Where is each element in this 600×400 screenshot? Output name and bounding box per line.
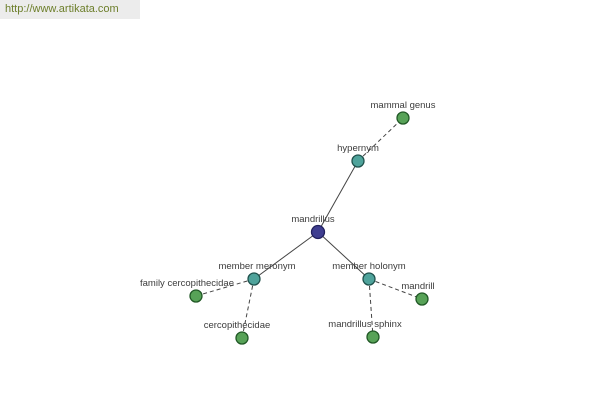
graph-node-hypernym[interactable] [351,154,365,168]
graph-edge-member_meronym-cercopithecidae [241,278,255,339]
graph-edge-mandrillus-hypernym [317,160,359,233]
graph-edge-mandrillus-member_holonym [317,231,370,280]
node-label-mandrillus: mandrillus [291,214,335,225]
graph-edge-mandrillus-member_meronym [253,231,319,280]
graph-node-member_meronym[interactable] [247,272,261,286]
graph-edge-member_meronym-family_cercopithecidae [195,278,255,297]
graph-node-mandrill[interactable] [415,292,429,306]
node-label-cercopithecidae: cercopithecidae [204,320,271,331]
graph-node-cercopithecidae[interactable] [235,331,249,345]
node-label-member_holonym: member holonym [332,261,405,272]
graph-edge-member_holonym-mandrillus_sphinx [368,278,374,338]
node-label-hypernym: hypernym [337,143,379,154]
graph-node-mammal_genus[interactable] [396,111,410,125]
graph-node-member_holonym[interactable] [362,272,376,286]
url-bar[interactable]: http://www.artikata.com [0,0,140,19]
node-label-mandrill: mandrill [401,281,434,292]
graph-node-mandrillus[interactable] [310,224,326,240]
graph-node-family_cercopithecidae[interactable] [189,289,203,303]
node-label-mammal_genus: mammal genus [371,100,436,111]
graph-node-mandrillus_sphinx[interactable] [366,330,380,344]
node-label-family_cercopithecidae: family cercopithecidae [140,278,234,289]
graph-edge-member_holonym-mandrill [368,278,423,300]
graph-edge-hypernym-mammal_genus [357,117,404,162]
url-text: http://www.artikata.com [5,3,119,15]
node-label-member_meronym: member meronym [218,261,295,272]
node-label-mandrillus_sphinx: mandrillus sphinx [328,319,402,330]
